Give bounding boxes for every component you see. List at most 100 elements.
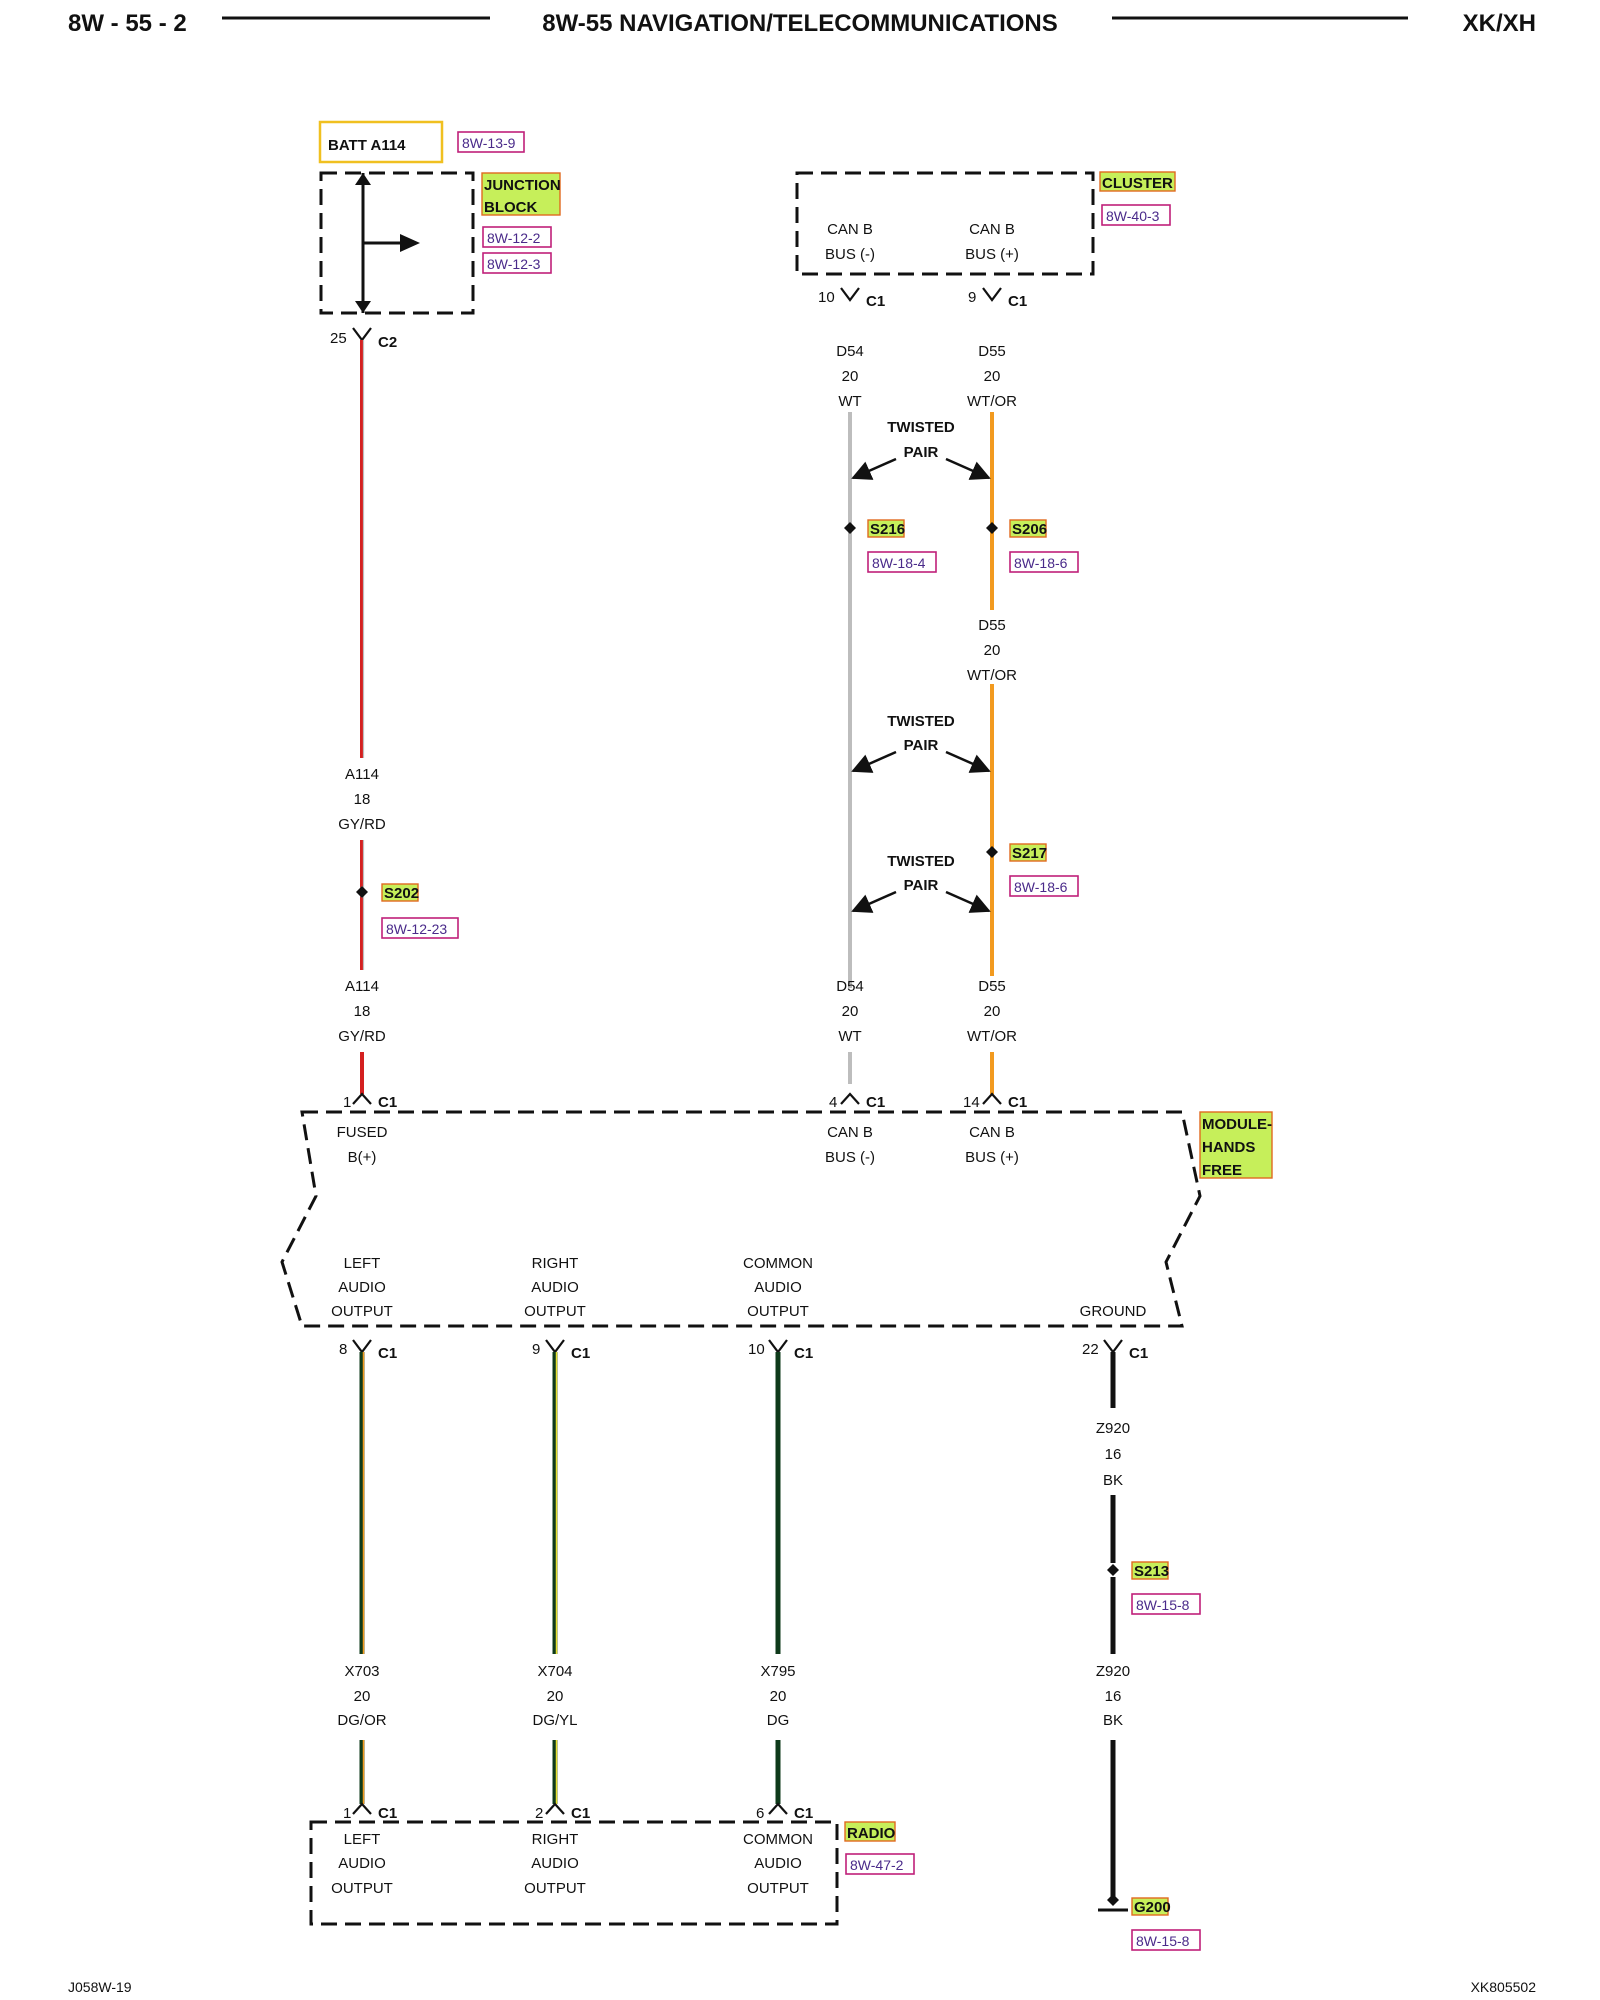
s216-ref-box[interactable] bbox=[867, 551, 937, 573]
d55-upper-gauge: 20 bbox=[984, 368, 1001, 385]
twisted-pair-3-line2: PAIR bbox=[904, 877, 939, 894]
module-pin-right-3: OUTPUT bbox=[524, 1303, 586, 1320]
d55-mid-color: WT/OR bbox=[967, 667, 1017, 684]
x703-circuit: X703 bbox=[344, 1663, 379, 1680]
r-c1-6-connector-icon bbox=[768, 1802, 788, 1815]
m-c1-4-connector-icon bbox=[840, 1092, 860, 1105]
g200-eyelet-icon bbox=[1107, 1894, 1119, 1906]
twisted-pair-2-line2: PAIR bbox=[904, 737, 939, 754]
m-c1-9-pin: 9 bbox=[532, 1341, 540, 1358]
s206-name: S206 bbox=[1012, 521, 1047, 538]
radio-pin-right-3: OUTPUT bbox=[524, 1880, 586, 1897]
cluster-outline bbox=[795, 171, 1095, 276]
s217-splice-icon bbox=[986, 846, 998, 858]
d54-lower-gauge: 20 bbox=[842, 1003, 859, 1020]
cl-c1-9-pin: 9 bbox=[968, 289, 976, 306]
junction-block-outline bbox=[319, 171, 475, 315]
cl-c1-9-connector-icon bbox=[982, 287, 1002, 302]
cluster-pin2-label-2: BUS (+) bbox=[965, 246, 1019, 263]
jb-c2-pin: 25 bbox=[330, 330, 347, 347]
r-c1-1-connector-icon bbox=[352, 1802, 372, 1815]
cluster-name: CLUSTER bbox=[1102, 175, 1173, 192]
radio-pin-right-2: AUDIO bbox=[531, 1855, 579, 1872]
s213-name: S213 bbox=[1134, 1563, 1169, 1580]
cluster-ref-link[interactable]: 8W-40-3 bbox=[1106, 208, 1160, 224]
jb-ref-link-1[interactable]: 8W-12-2 bbox=[487, 230, 541, 246]
cluster-ref-box[interactable] bbox=[1101, 204, 1171, 226]
m-c1-9-connector-icon bbox=[545, 1339, 565, 1354]
page-code: 8W - 55 - 2 bbox=[68, 10, 187, 37]
s202-ref-link[interactable]: 8W-12-23 bbox=[386, 921, 447, 937]
s213-ref-link[interactable]: 8W-15-8 bbox=[1136, 1597, 1190, 1613]
s217-ref-box[interactable] bbox=[1009, 875, 1079, 897]
a114-upper-circuit: A114 bbox=[345, 766, 379, 783]
batt-ref-link[interactable]: 8W-13-9 bbox=[462, 135, 516, 151]
r-c1-6-name: C1 bbox=[794, 1805, 813, 1822]
s216-ref-link[interactable]: 8W-18-4 bbox=[872, 555, 926, 571]
d55-lower-circuit: D55 bbox=[978, 978, 1006, 995]
s216-name: S216 bbox=[870, 521, 905, 538]
batt-ref-box[interactable] bbox=[457, 131, 525, 153]
s213-ref-box[interactable] bbox=[1131, 1593, 1201, 1615]
g200-ref-link[interactable]: 8W-15-8 bbox=[1136, 1933, 1190, 1949]
d55-upper-circuit: D55 bbox=[978, 343, 1006, 360]
m-c1-14-connector-icon bbox=[982, 1092, 1002, 1105]
d55-mid-gauge: 20 bbox=[984, 642, 1001, 659]
radio-pin-left-3: OUTPUT bbox=[331, 1880, 393, 1897]
m-c1-8-name: C1 bbox=[378, 1345, 397, 1362]
m-c1-9-name: C1 bbox=[571, 1345, 590, 1362]
g200-name-box bbox=[1131, 1897, 1169, 1916]
s217-name: S217 bbox=[1012, 845, 1047, 862]
s202-ref-box[interactable] bbox=[381, 917, 459, 939]
a114-lower-circuit: A114 bbox=[345, 978, 379, 995]
radio-pin-common-3: OUTPUT bbox=[747, 1880, 809, 1897]
m-c1-10-pin: 10 bbox=[748, 1341, 765, 1358]
s206-ref-link[interactable]: 8W-18-6 bbox=[1014, 555, 1068, 571]
radio-pin-left-1: LEFT bbox=[344, 1831, 381, 1848]
module-pin-common-1: COMMON bbox=[743, 1255, 813, 1272]
radio-outline bbox=[309, 1820, 839, 1926]
d54-upper-circuit: D54 bbox=[836, 343, 864, 360]
module-pin-common-3: OUTPUT bbox=[747, 1303, 809, 1320]
s206-ref-box[interactable] bbox=[1009, 551, 1079, 573]
jb-c2-name: C2 bbox=[378, 334, 397, 351]
jb-ref-link-2[interactable]: 8W-12-3 bbox=[487, 256, 541, 272]
m-c1-14-name: C1 bbox=[1008, 1094, 1027, 1111]
page-title: 8W-55 NAVIGATION/TELECOMMUNICATIONS bbox=[542, 10, 1058, 37]
g200-ref-box[interactable] bbox=[1131, 1929, 1201, 1951]
a114-lower-gauge: 18 bbox=[354, 1003, 371, 1020]
jb-ref-box-2[interactable] bbox=[482, 252, 552, 274]
module-pin-fused-2: B(+) bbox=[348, 1149, 377, 1166]
module-pin-canb-pos-2: BUS (+) bbox=[965, 1149, 1019, 1166]
s202-name-box bbox=[381, 883, 419, 902]
twisted-pair-1-line1: TWISTED bbox=[887, 419, 955, 436]
jb-ref-box-1[interactable] bbox=[482, 226, 552, 248]
m-c1-1-name: C1 bbox=[378, 1094, 397, 1111]
module-name-2: HANDS bbox=[1202, 1139, 1255, 1156]
twisted-pair-1-right-arrow bbox=[945, 457, 991, 480]
module-name-3: FREE bbox=[1202, 1162, 1242, 1179]
module-pin-fused-1: FUSED bbox=[337, 1124, 388, 1141]
x795-circuit: X795 bbox=[760, 1663, 795, 1680]
s213-splice-icon bbox=[1107, 1564, 1119, 1576]
z920-upper-color: BK bbox=[1103, 1472, 1123, 1489]
jb-c2-connector-icon bbox=[352, 327, 372, 342]
radio-pin-common-2: AUDIO bbox=[754, 1855, 802, 1872]
jb-bus-top-arrow bbox=[355, 173, 371, 185]
r-c1-1-pin: 1 bbox=[343, 1805, 351, 1822]
twisted-pair-1-left-arrow bbox=[851, 457, 897, 480]
d54-lower-label-gap bbox=[836, 988, 866, 1052]
s217-name-box bbox=[1009, 843, 1047, 862]
s213-name-box bbox=[1131, 1561, 1169, 1580]
d55-mid-circuit: D55 bbox=[978, 617, 1006, 634]
d54-lower-circuit: D54 bbox=[836, 978, 864, 995]
cl-c1-9-name: C1 bbox=[1008, 293, 1027, 310]
s217-ref-link[interactable]: 8W-18-6 bbox=[1014, 879, 1068, 895]
s206-splice-icon bbox=[986, 522, 998, 534]
r-c1-6-pin: 6 bbox=[756, 1805, 764, 1822]
radio-ref-box[interactable] bbox=[845, 1853, 915, 1875]
module-pin-canb-neg-2: BUS (-) bbox=[825, 1149, 875, 1166]
footer-right-code: XK805502 bbox=[1471, 1979, 1537, 1995]
radio-ref-link[interactable]: 8W-47-2 bbox=[850, 1857, 904, 1873]
